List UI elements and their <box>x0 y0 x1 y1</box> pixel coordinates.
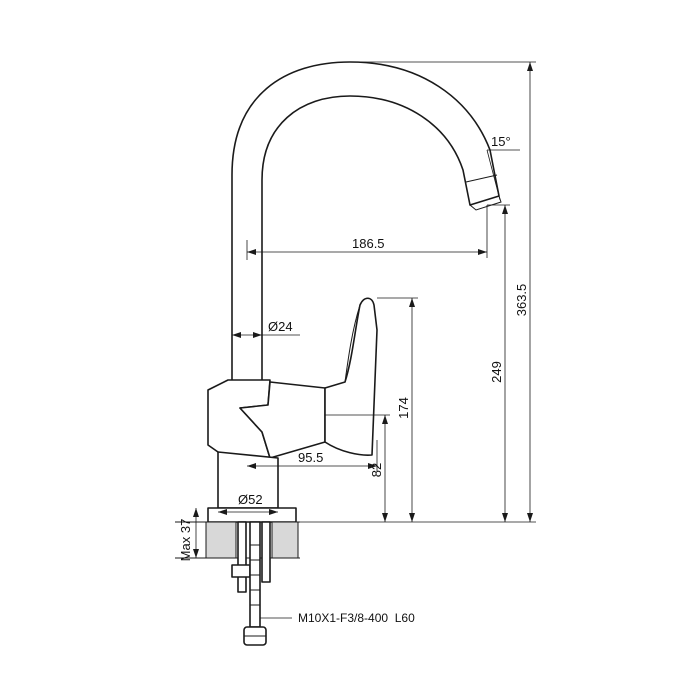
label-spout-height: 249 <box>489 361 504 383</box>
dimension-lines <box>193 61 536 619</box>
mount-stud <box>237 521 247 593</box>
lever-handle <box>324 297 378 456</box>
aerator <box>465 174 498 183</box>
label-lever-height: 174 <box>396 397 411 419</box>
counter-plate <box>207 507 297 523</box>
lever-edge <box>344 304 361 383</box>
label-pipe-diameter: Ø24 <box>268 319 293 334</box>
countertop-left <box>205 521 237 559</box>
mounting-hardware <box>231 521 271 646</box>
hose-right <box>261 521 271 583</box>
label-base-diameter: Ø52 <box>238 492 263 507</box>
spout <box>231 61 500 383</box>
dimension-labels: 186.5 15° 363.5 249 174 82 95.5 Ø24 Ø52 … <box>178 134 529 625</box>
label-spout-angle: 15° <box>491 134 511 149</box>
hose-braid <box>250 544 260 606</box>
label-spout-reach: 186.5 <box>352 236 385 251</box>
label-total-height: 363.5 <box>514 284 529 317</box>
label-handle-offset: 95.5 <box>298 450 323 465</box>
label-hose-spec: M10X1-F3/8-400 L60 <box>298 611 415 625</box>
label-body-height: 82 <box>369 463 384 477</box>
label-max-counter: Max 37 <box>178 519 193 562</box>
faucet-outline <box>207 61 502 523</box>
countertop-right <box>271 521 299 559</box>
mount-nut <box>231 564 251 578</box>
